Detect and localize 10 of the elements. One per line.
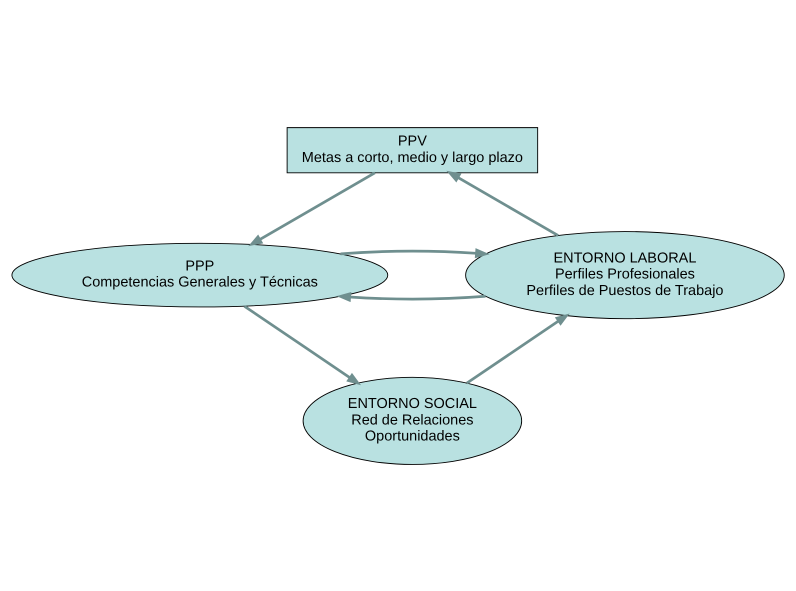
arrow bbox=[244, 304, 362, 385]
arrow bbox=[336, 292, 486, 302]
arrow bbox=[446, 170, 559, 236]
node-ellipse: ENTORNO LABORAL Perfiles Profesionales Perfiles de Puestos de Trabajo bbox=[465, 230, 785, 319]
node-box: PPV Metas a corto, medio y largo plazo bbox=[286, 126, 538, 173]
arrow bbox=[248, 171, 376, 246]
node-ellipse: ENTORNO SOCIAL Red de Relaciones Oportunidades bbox=[302, 376, 522, 464]
arrow bbox=[340, 248, 490, 258]
arrow bbox=[466, 312, 570, 384]
node-ellipse: PPP Competencias Generales y Técnicas bbox=[11, 242, 388, 307]
